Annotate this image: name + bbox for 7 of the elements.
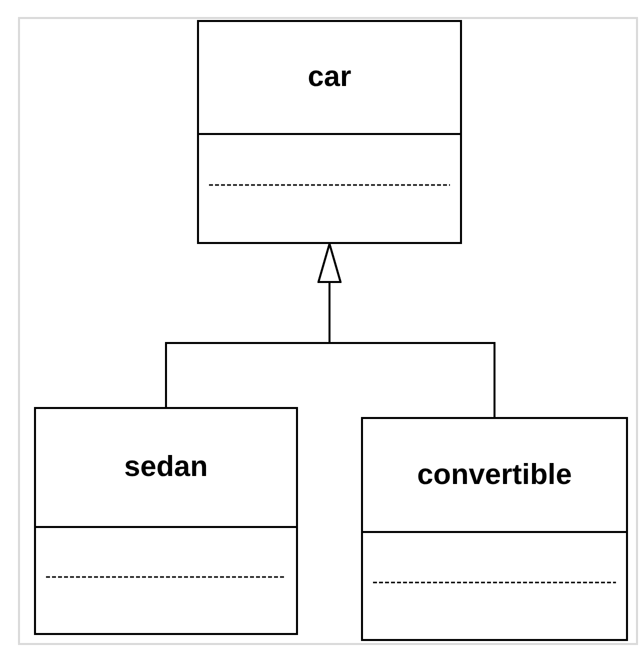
class-box (361, 417, 628, 641)
inheritance-arrow (318, 243, 496, 417)
class-name: car (308, 61, 352, 94)
class-name: sedan (124, 451, 208, 484)
class-box (197, 20, 462, 244)
class-box (34, 407, 298, 635)
class-name: convertible (417, 458, 572, 492)
